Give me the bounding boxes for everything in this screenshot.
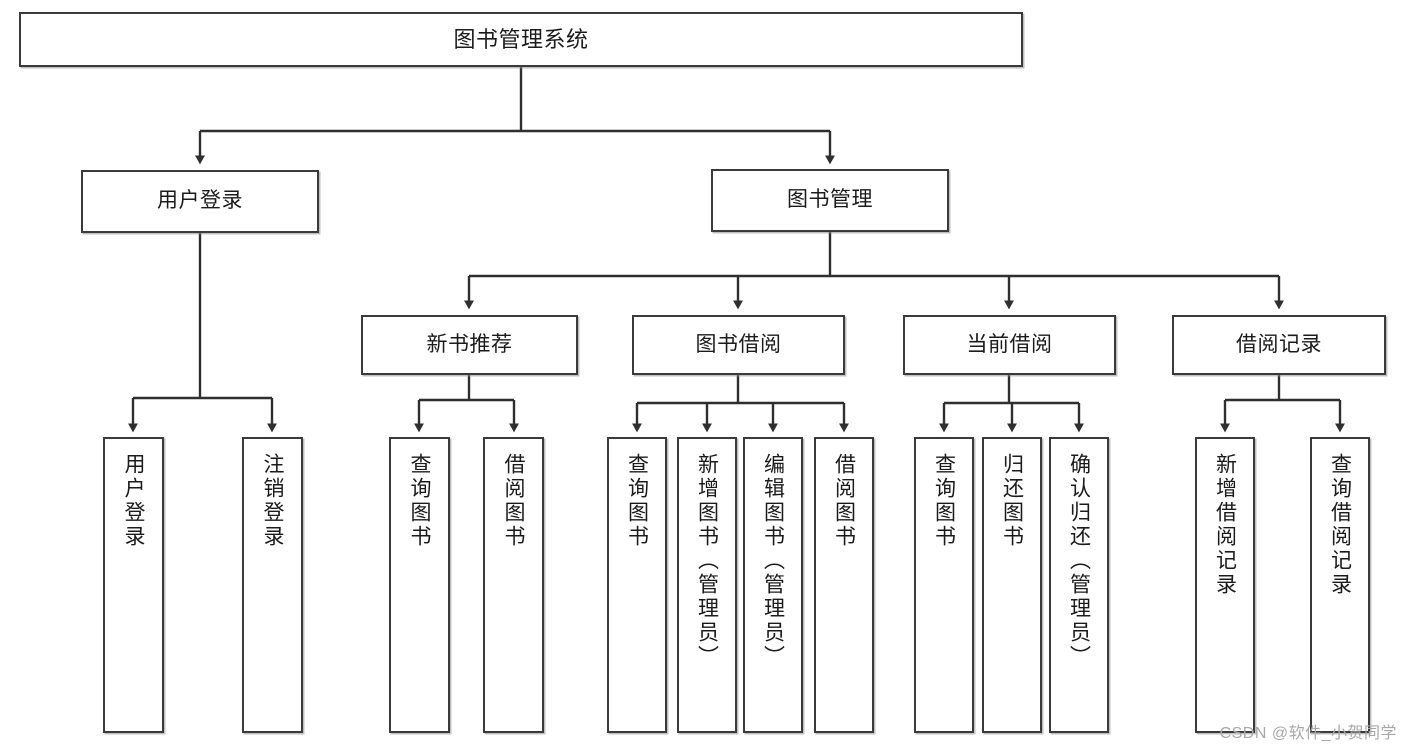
leaf-borrow-book-recommend[interactable]: 借阅图书 [483, 437, 544, 733]
node-book-manage[interactable]: 图书管理 [711, 169, 949, 232]
node-current-borrow[interactable]: 当前借阅 [903, 315, 1116, 375]
leaf-query-book-current[interactable]: 查询图书 [914, 437, 974, 733]
leaf-edit-book[interactable]: 编辑图书（管理员） [743, 437, 803, 733]
leaf-user-logout-label: 注销登录 [261, 453, 284, 549]
node-user-login-label: 用户登录 [157, 189, 243, 213]
leaf-return-book[interactable]: 归还图书 [982, 437, 1042, 733]
node-borrow-record[interactable]: 借阅记录 [1172, 315, 1386, 375]
watermark: CSDN @软件_小贺同学 [1219, 725, 1397, 742]
leaf-edit-book-label: 编辑图书（管理员） [761, 453, 785, 669]
node-current-borrow-label: 当前借阅 [966, 332, 1053, 356]
leaf-confirm-return-label: 确认归还（管理员） [1067, 453, 1091, 669]
leaf-query-book-current-label: 查询图书 [932, 453, 956, 549]
node-new-book-recommend-label: 新书推荐 [426, 332, 513, 356]
leaf-query-book-borrow[interactable]: 查询图书 [607, 437, 667, 733]
leaf-borrow-book[interactable]: 借阅图书 [814, 437, 874, 733]
leaf-user-logout[interactable]: 注销登录 [242, 437, 303, 733]
leaf-user-login-label: 用户登录 [122, 453, 145, 549]
leaf-query-book-recommend-label: 查询图书 [408, 453, 431, 549]
leaf-return-book-label: 归还图书 [1000, 453, 1024, 549]
node-new-book-recommend[interactable]: 新书推荐 [361, 315, 578, 375]
node-root[interactable]: 图书管理系统 [19, 12, 1023, 67]
node-book-borrow[interactable]: 图书借阅 [632, 315, 845, 375]
leaf-user-login[interactable]: 用户登录 [103, 437, 164, 733]
leaf-query-book-recommend[interactable]: 查询图书 [389, 437, 450, 733]
leaf-borrow-book-label: 借阅图书 [832, 453, 856, 549]
node-book-manage-label: 图书管理 [787, 188, 873, 212]
node-book-borrow-label: 图书借阅 [695, 332, 782, 356]
leaf-borrow-book-recommend-label: 借阅图书 [502, 453, 525, 549]
leaf-query-borrow-record-label: 查询借阅记录 [1328, 453, 1352, 597]
node-root-label: 图书管理系统 [453, 26, 589, 52]
leaf-add-book-label: 新增图书（管理员） [695, 453, 719, 669]
node-user-login[interactable]: 用户登录 [81, 170, 319, 233]
leaf-add-borrow-record[interactable]: 新增借阅记录 [1195, 437, 1255, 733]
leaf-add-book[interactable]: 新增图书（管理员） [677, 437, 737, 733]
leaf-confirm-return[interactable]: 确认归还（管理员） [1049, 437, 1109, 733]
leaf-add-borrow-record-label: 新增借阅记录 [1213, 453, 1237, 597]
leaf-query-borrow-record[interactable]: 查询借阅记录 [1310, 437, 1370, 733]
node-borrow-record-label: 借阅记录 [1236, 332, 1322, 356]
leaf-query-book-borrow-label: 查询图书 [625, 453, 649, 549]
